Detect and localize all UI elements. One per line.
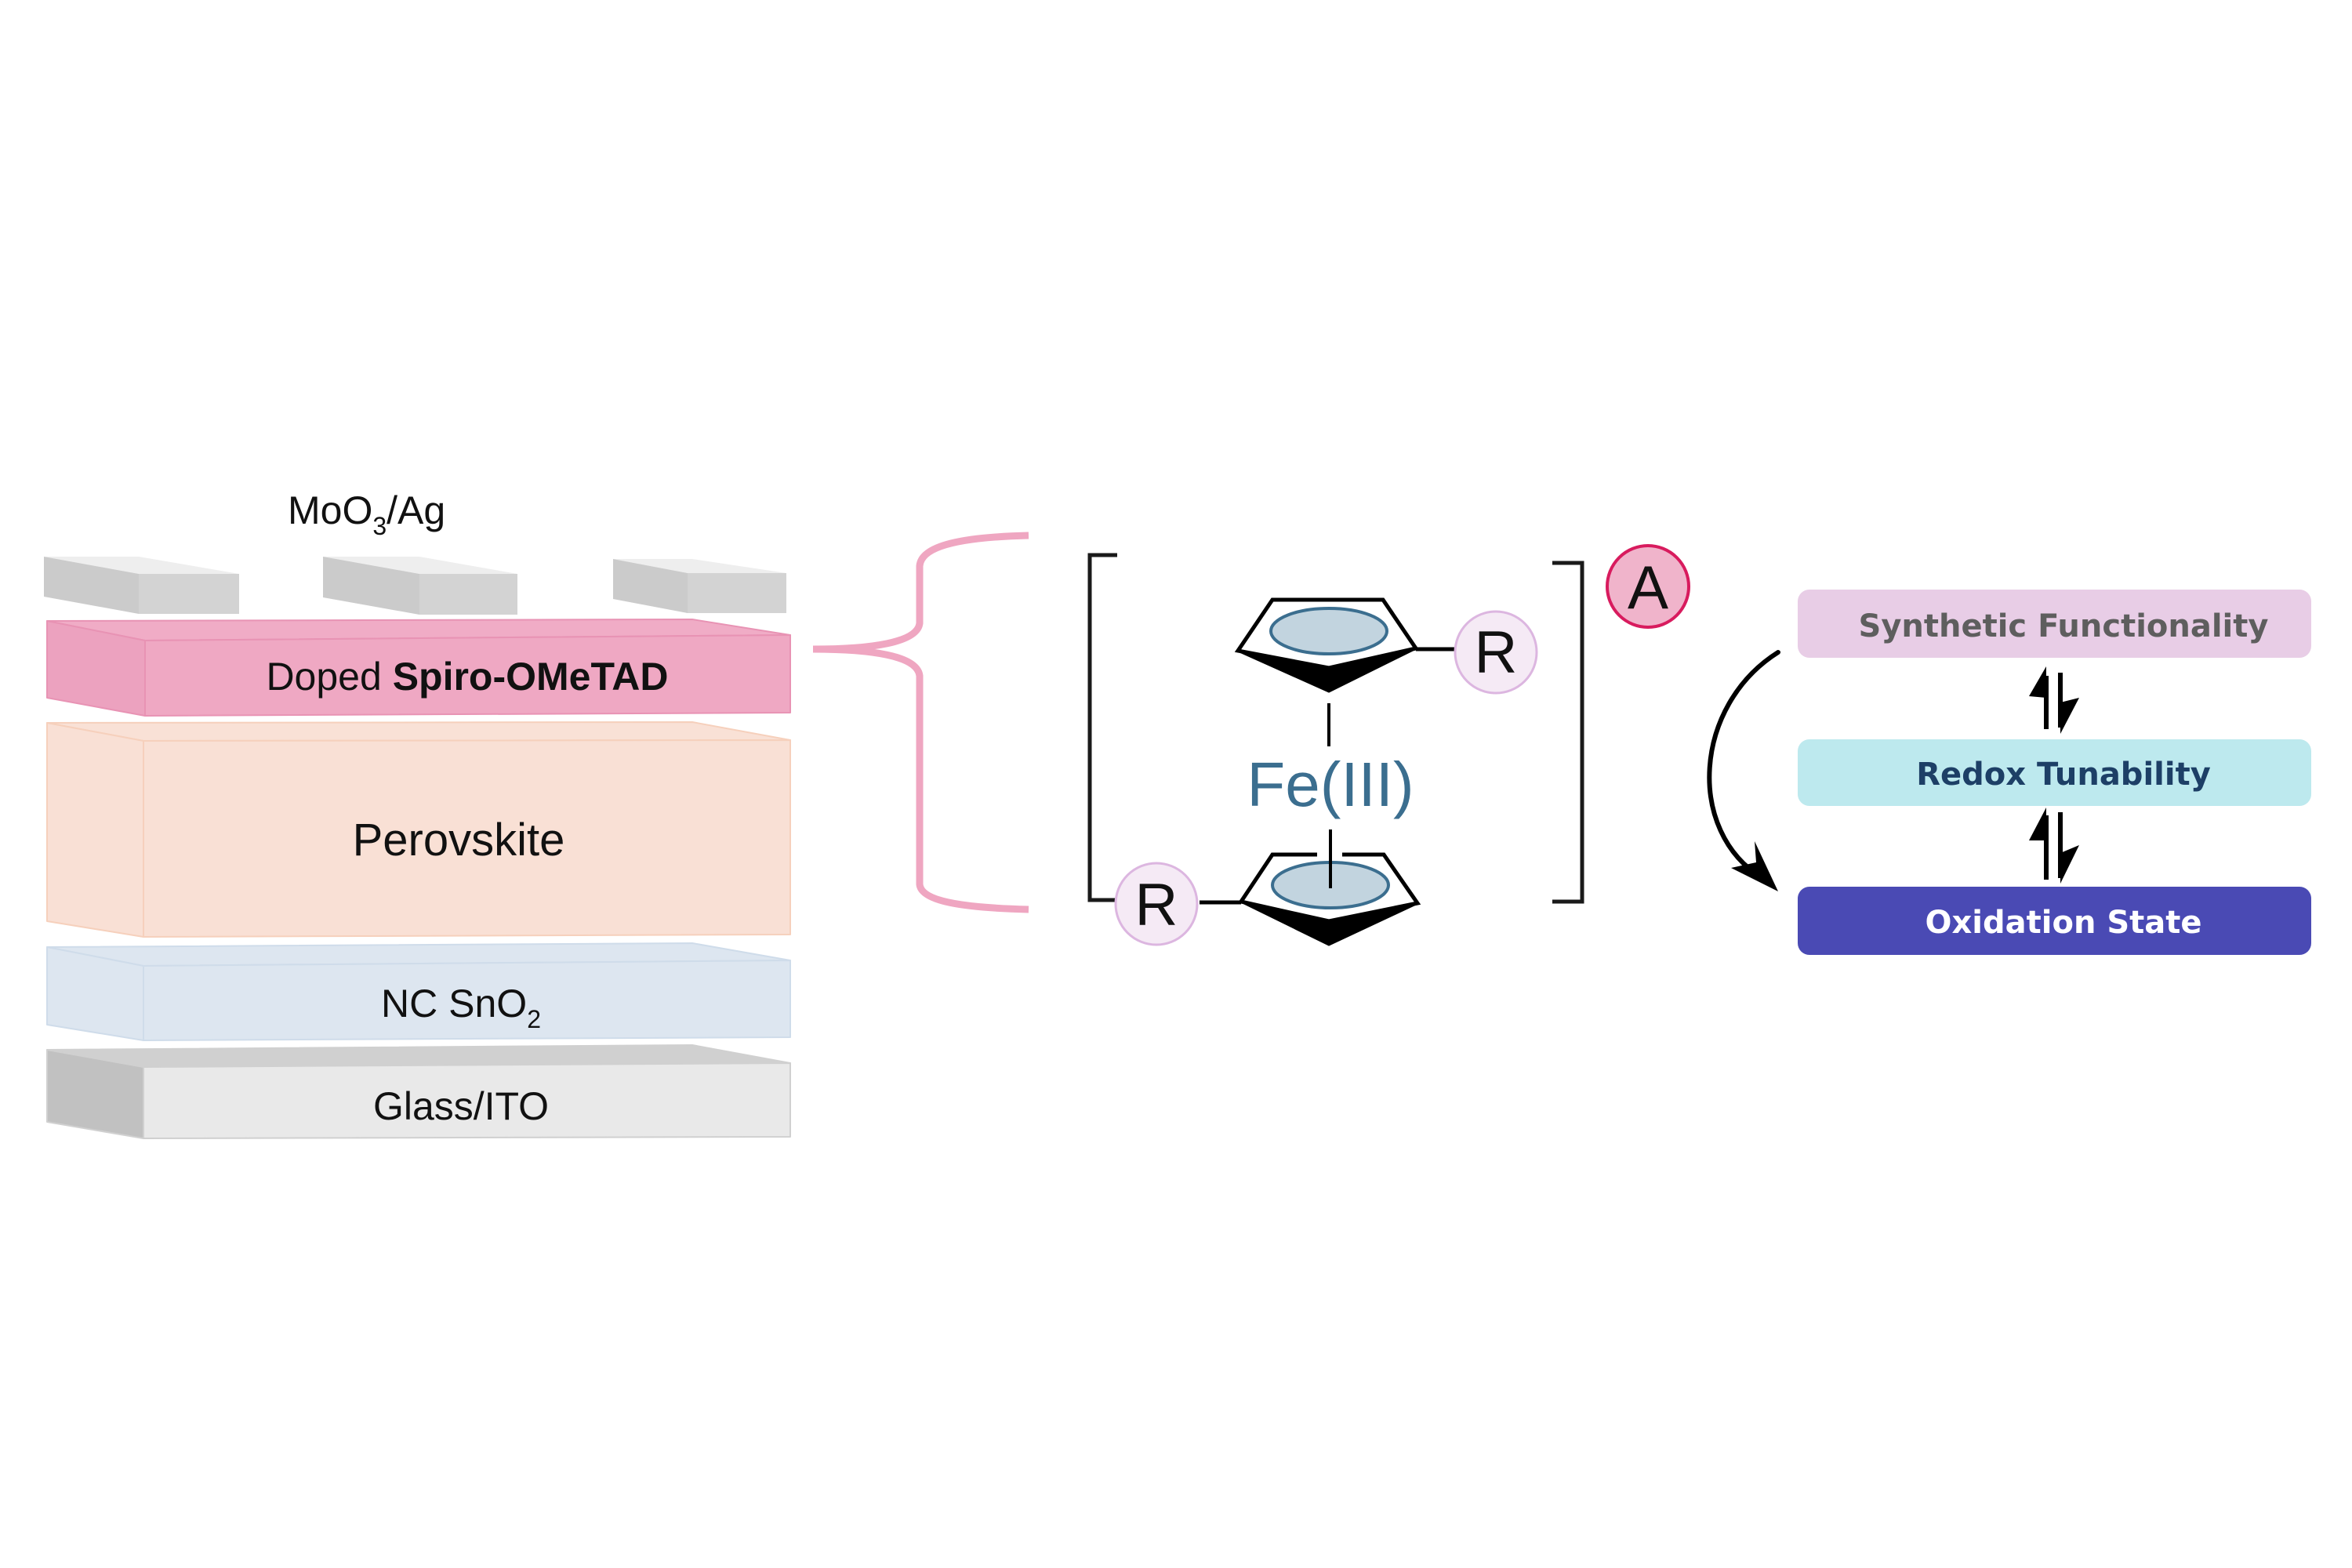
layer-perovskite: Perovskite — [46, 721, 791, 938]
layer-label-sno2: NC SnO2 — [381, 982, 541, 1033]
bottom-r-group-highlight — [1114, 862, 1199, 946]
layer-sno2: NC SnO2 — [46, 942, 791, 1041]
electrode-1 — [44, 557, 239, 614]
equilibrium-arrows-2 — [2029, 808, 2079, 884]
property-box-oxidation-state — [1798, 887, 2311, 955]
top-cyclopentadienyl-ring — [1234, 597, 1457, 693]
curved-arrow — [1707, 650, 1780, 880]
property-label-oxidation-state: Oxidation State — [1925, 905, 2201, 941]
electrode-label: MoO3/Ag — [288, 488, 445, 540]
property-label-redox-tunability: Redox Tunability — [1916, 757, 2211, 793]
property-label-synthetic-functionality: Synthetic Functionality — [1859, 608, 2269, 644]
equilibrium-arrows-1 — [2029, 666, 2079, 734]
property-box-redox-tunability — [1798, 739, 2311, 806]
right-bracket — [1552, 561, 1584, 904]
metal-center-label: Fe(III) — [1247, 750, 1414, 819]
left-bracket — [1087, 553, 1117, 902]
curly-brace — [812, 532, 1029, 913]
layer-label-glass: Glass/ITO — [373, 1084, 549, 1128]
top-r-group-label: R — [1475, 619, 1518, 686]
bottom-r-group-label: R — [1135, 872, 1178, 938]
layer-label-spiro: Doped Spiro-OMeTAD — [266, 655, 668, 699]
electrode-3 — [613, 559, 786, 613]
bottom-cyclopentadienyl-ring — [1200, 829, 1421, 946]
electrode-2 — [323, 557, 517, 615]
property-box-synthetic-functionality — [1798, 590, 2311, 658]
layer-spiro-ometad: Doped Spiro-OMeTAD — [46, 619, 791, 717]
ferrocenium-complex: R Fe(III) R A — [1087, 544, 1690, 946]
top-r-group-highlight — [1454, 610, 1538, 695]
curved-arrow-head — [1731, 841, 1778, 891]
counter-anion-label: A — [1628, 553, 1668, 622]
counter-anion-badge — [1606, 544, 1690, 629]
properties-panel: Synthetic Functionality Redox Tunability… — [1707, 590, 2311, 955]
layer-glass-ito: Glass/ITO — [46, 1044, 791, 1139]
device-stack: MoO3/Ag Doped Spiro-OMeTAD — [44, 488, 791, 1139]
layer-label-perovskite: Perovskite — [353, 815, 565, 866]
